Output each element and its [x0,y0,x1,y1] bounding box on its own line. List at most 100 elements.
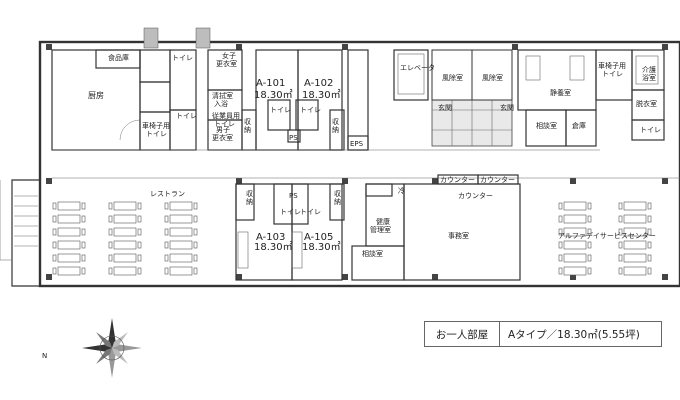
day-service-tables [558,201,652,276]
unit-a102-area: 18.30㎡ [302,89,341,101]
chair [587,202,592,210]
chair [558,267,563,275]
chair [52,215,57,223]
chair [647,228,652,236]
table [113,201,137,211]
undress-label: 脱衣室 [636,99,657,108]
table [563,214,587,224]
elevator-label: エレベータ [400,63,435,72]
table [113,240,137,250]
table [563,266,587,276]
female-change-label: 女子更衣室 [216,51,237,68]
restaurant-label: レストラン [150,190,185,198]
chair [52,254,57,262]
counter-2-label: カウンター [480,175,515,184]
table [113,266,137,276]
chair [558,202,563,210]
entrance-tiles [431,49,513,147]
legend-type-text: Aタイプ／18.30㎡(5.55坪) [508,328,640,341]
table [169,214,193,224]
counter-3-label: カウンター [458,191,493,200]
table [169,201,193,211]
storage-label-1: 収納 [244,118,251,134]
restaurant-tables [52,201,198,276]
unit-a101-id: A-101 [256,78,285,89]
staff-toilet-label: 従業員用トイレ [212,111,240,128]
table [169,240,193,250]
chair [587,267,592,275]
chair [52,267,57,275]
chair [137,228,142,236]
male-change-label: 男子更衣室 [212,126,233,142]
legend-room-label: お一人部屋 [425,322,500,346]
chair [647,241,652,249]
chair [81,228,86,236]
chair [52,241,57,249]
table [563,240,587,250]
chair [193,254,198,262]
eps-label: EPS [350,140,364,148]
wc-toilet-label: 車椅子用トイレ [142,121,170,138]
table [623,253,647,263]
chair [618,215,623,223]
unit-a101-area: 18.30㎡ [254,89,293,101]
consult-2-label: 相談室 [362,249,383,258]
health-room-label: 健康管理室 [370,217,391,234]
chair [164,241,169,249]
chair [587,215,592,223]
table [57,266,81,276]
consult-room-label: 相談室 [536,121,557,130]
table [623,214,647,224]
storage-label-2: 収納 [332,118,339,134]
legend-box: お一人部屋 Aタイプ／18.30㎡(5.55坪) [424,321,662,347]
chair [52,228,57,236]
chair [193,215,198,223]
quiet-room-label: 静養室 [550,88,571,97]
chair [81,241,86,249]
chair [193,267,198,275]
unit-a103-area: 18.30㎡ [254,241,293,253]
table [563,253,587,263]
chair [164,254,169,262]
chair [587,228,592,236]
table [57,240,81,250]
chair [137,215,142,223]
chair [618,254,623,262]
toilet-2-label: トイレ [640,126,661,134]
table [623,266,647,276]
chair [164,202,169,210]
table [169,227,193,237]
chair [137,254,142,262]
chair [52,202,57,210]
table [113,253,137,263]
chair [558,241,563,249]
chair [618,202,623,210]
table [623,240,647,250]
table [563,227,587,237]
care-bath-label: 介護浴室 [642,65,656,82]
staircase [0,179,40,287]
kitchen-label: 厨房 [88,90,104,100]
office-label: 事務室 [448,231,469,240]
compass-north-label: N [42,352,47,360]
bath-label: 清拭室入浴 [212,91,233,108]
entrance-2-label: 玄関 [500,103,514,112]
table [57,227,81,237]
warehouse-label: 倉庫 [572,121,586,130]
table [113,227,137,237]
storage-label-3: 収納 [246,190,253,206]
cold-label: 冷 [398,186,405,195]
ps-label-2: PS [289,192,298,200]
chair [618,228,623,236]
unit-a105-id: A-105 [304,232,333,243]
food-storage-label: 食品庫 [108,53,129,62]
table [563,201,587,211]
chair [164,267,169,275]
unit-a102-id: A-102 [304,78,333,89]
chair [558,228,563,236]
unit-a105-toilet: トイレ [300,208,321,216]
chair [587,241,592,249]
table [169,266,193,276]
wc-toilet-2-label: 車椅子用トイレ [598,61,626,78]
